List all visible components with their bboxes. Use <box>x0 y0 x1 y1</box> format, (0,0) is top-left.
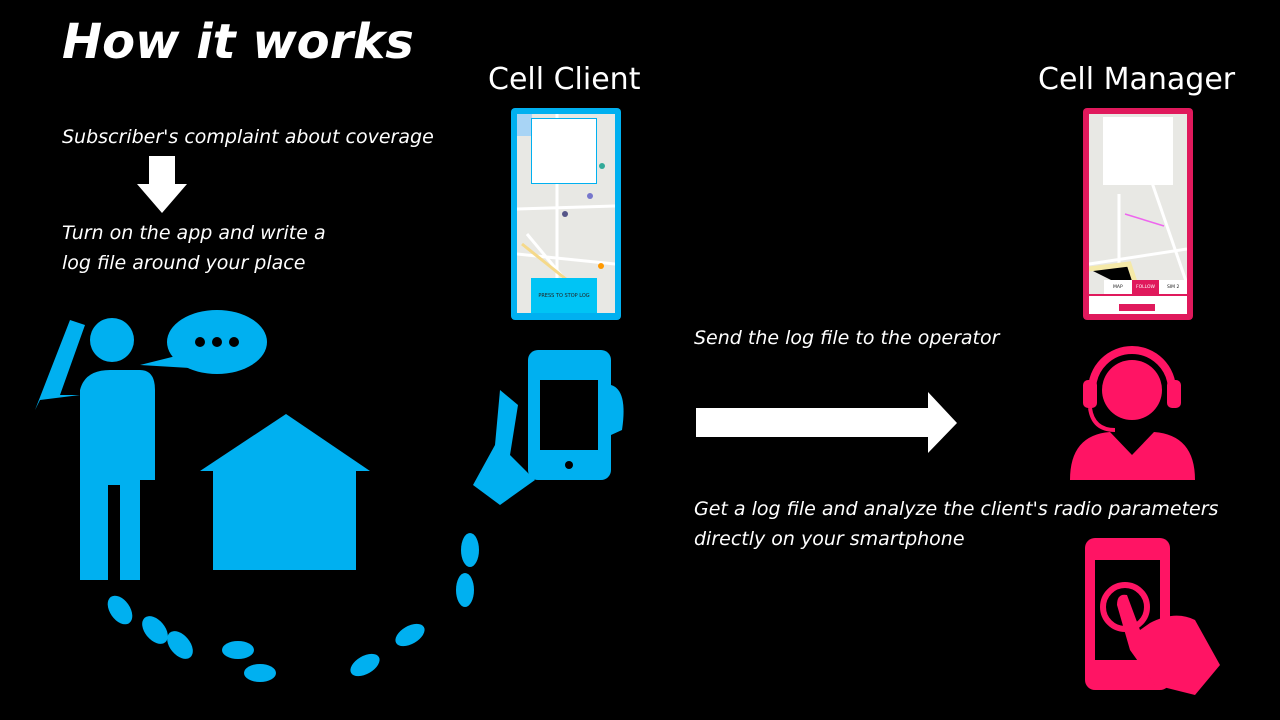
tab-sim2[interactable]: SIM 2 <box>1159 280 1188 294</box>
footprints-icon <box>107 533 479 682</box>
stop-log-button[interactable]: PRESS TO STOP LOG <box>538 292 590 299</box>
step-turn-on-line2: log file around your place <box>62 252 306 274</box>
step-analyze-line1: Get a log file and analyze the client's … <box>694 498 1219 520</box>
step-analyze-line2: directly on your smartphone <box>694 528 965 550</box>
step-complaint: Subscriber's complaint about coverage <box>62 126 434 148</box>
tab-follow[interactable]: FOLLOW <box>1131 280 1160 294</box>
cell-manager-heading: Cell Manager <box>1038 62 1236 97</box>
step-send: Send the log file to the operator <box>694 327 1000 349</box>
step-turn-on: Turn on the app and write a log file arou… <box>62 218 326 278</box>
right-arrow-icon <box>696 392 957 453</box>
cell-client-heading: Cell Client <box>488 62 641 97</box>
page-title: How it works <box>62 14 414 70</box>
touch-phone-icon <box>1085 538 1220 695</box>
cell-client-screenshot: PRESS TO STOP LOG <box>511 108 621 320</box>
down-arrow-icon <box>137 156 187 213</box>
tab-map[interactable]: MAP <box>1104 280 1132 294</box>
hand-phone-icon <box>473 350 624 505</box>
operator-headset-icon <box>1070 346 1195 480</box>
person-talking-icon <box>35 310 267 580</box>
house-icon <box>200 414 370 570</box>
step-analyze: Get a log file and analyze the client's … <box>694 494 1218 554</box>
step-turn-on-line1: Turn on the app and write a <box>62 222 326 244</box>
cell-manager-screenshot: MAP FOLLOW SIM 2 <box>1083 108 1193 320</box>
